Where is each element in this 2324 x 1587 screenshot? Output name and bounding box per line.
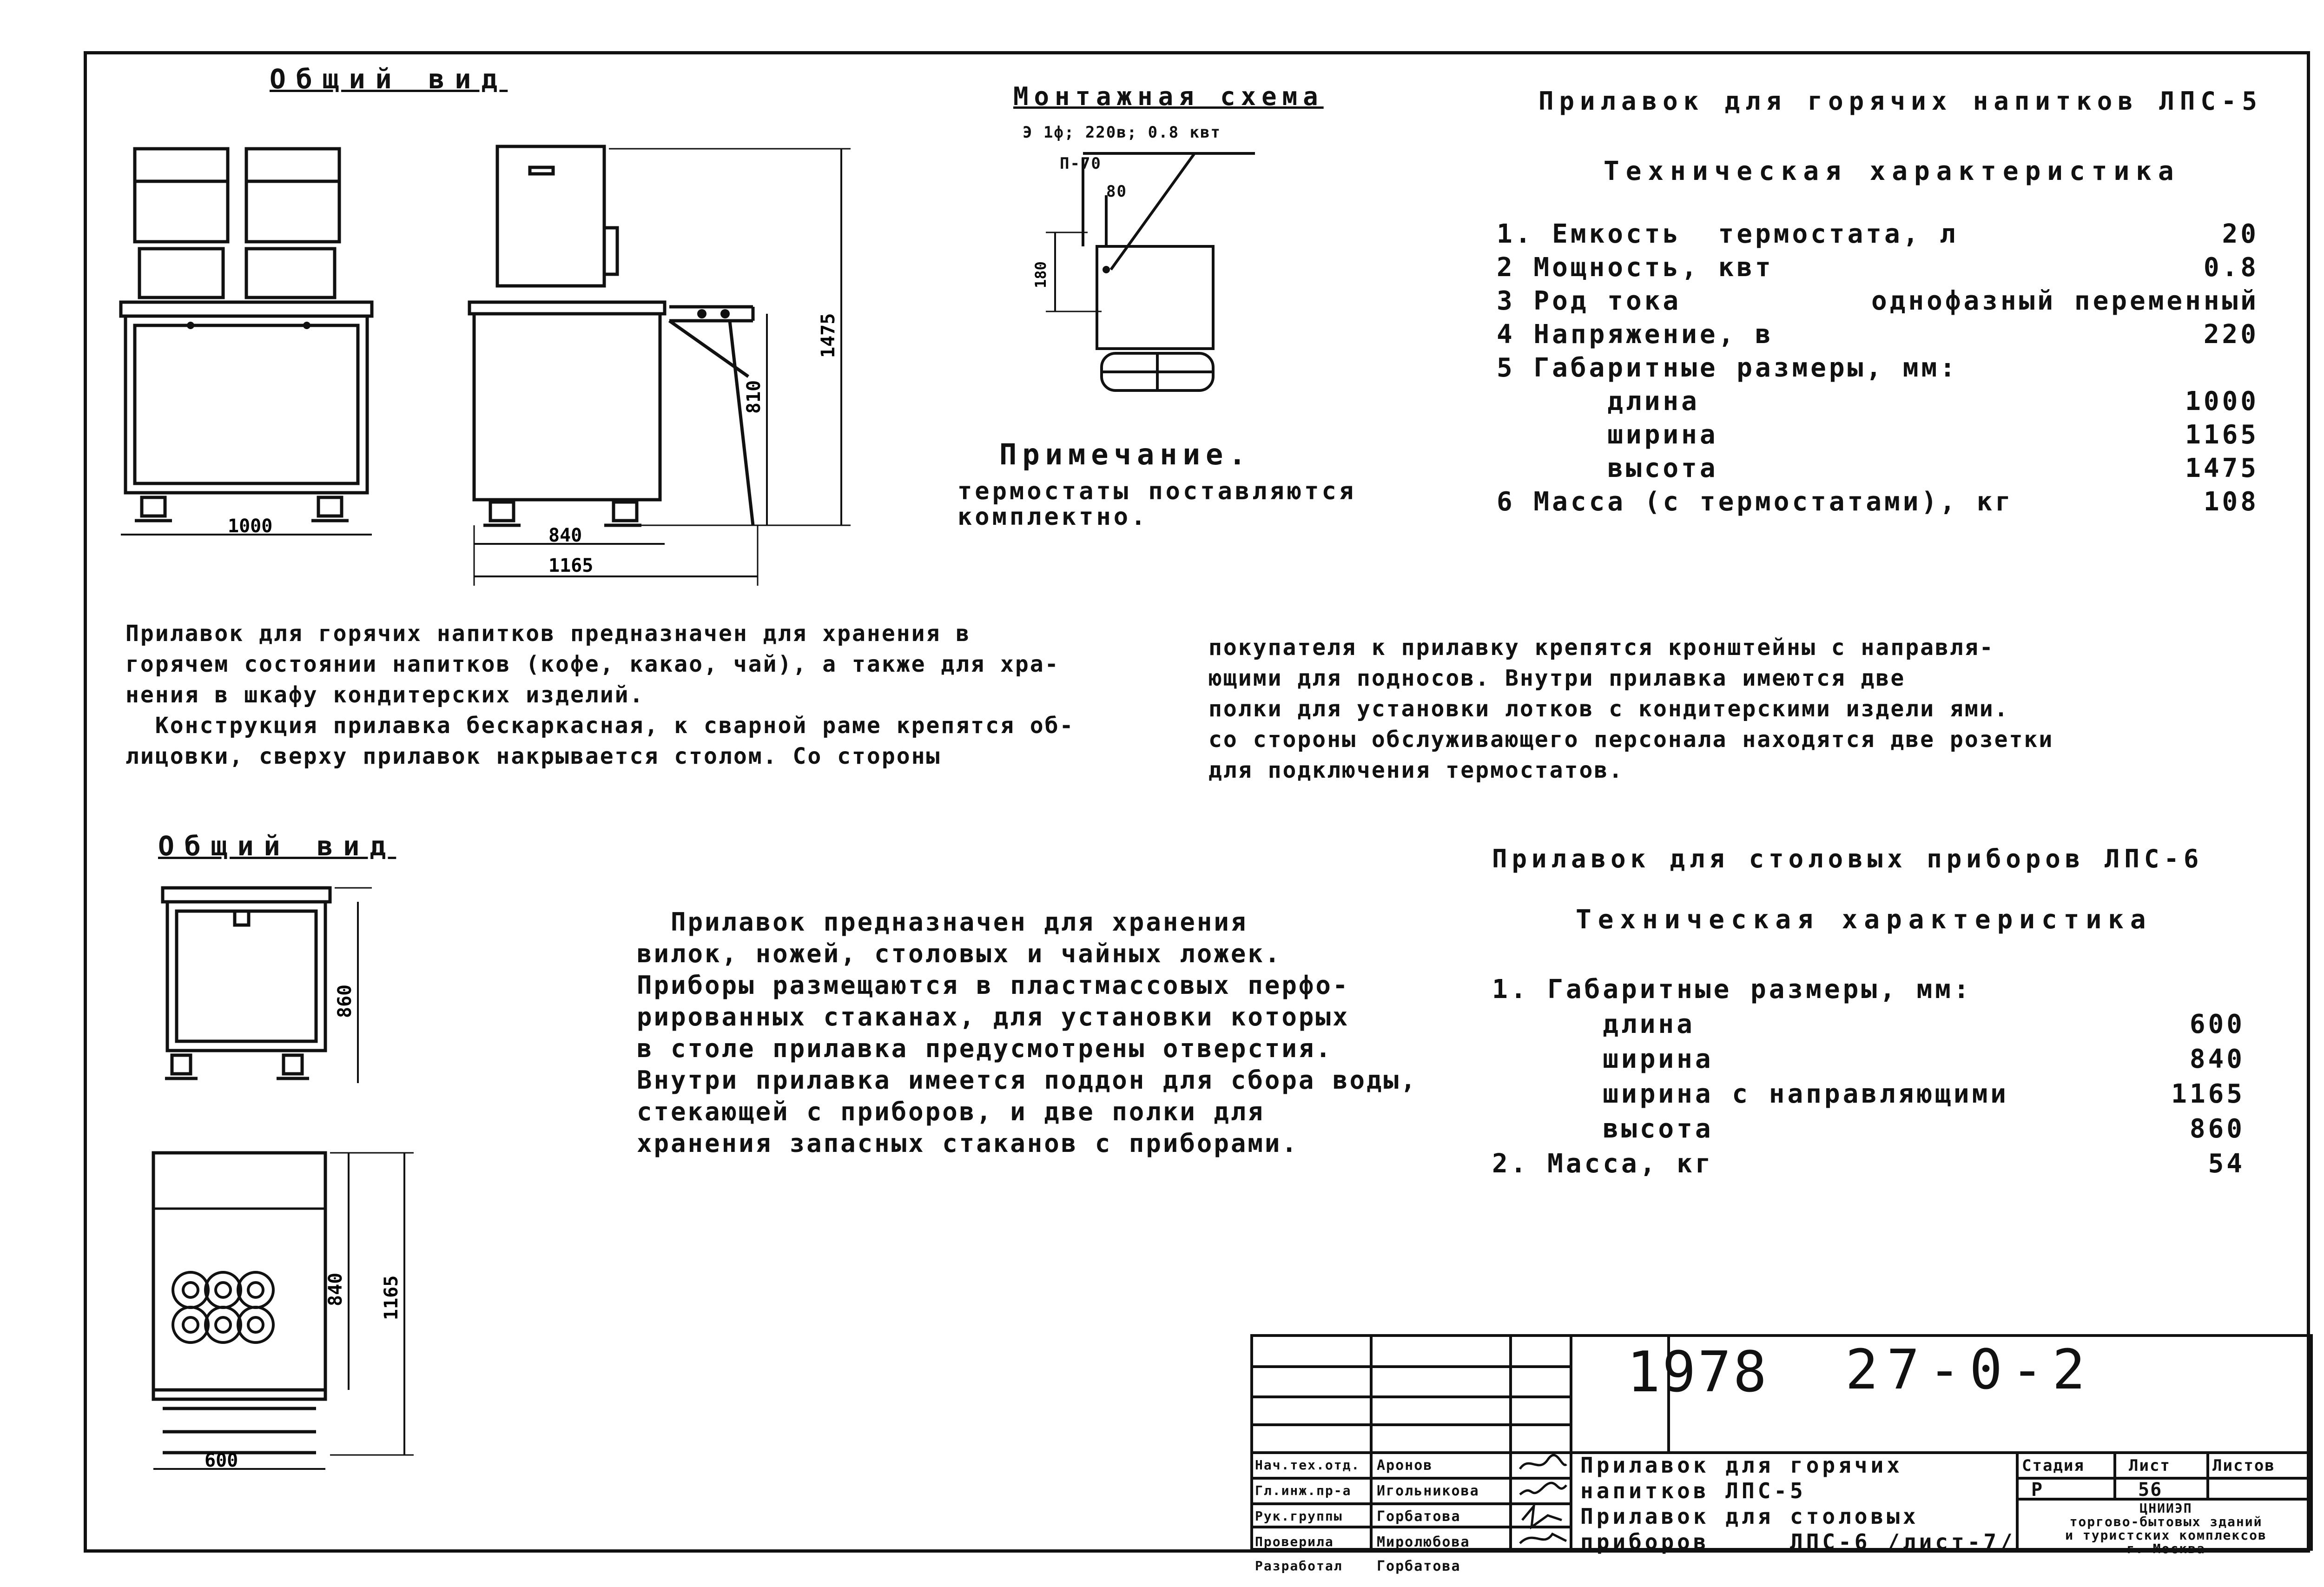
- dim-depth-840: 840: [548, 525, 582, 546]
- dim-height-810: 810: [743, 380, 765, 414]
- spec-row: 5 Габаритные размеры, мм:: [1497, 353, 1958, 383]
- section1-description-left: Прилавок для горячих напитков предназнач…: [125, 621, 1075, 769]
- note-text: термостаты поставляются комплектно.: [957, 477, 1357, 531]
- assembly-label: П-70: [1060, 154, 1102, 173]
- title-block-grid: [1250, 1334, 2313, 1551]
- note-title: Примечание.: [999, 437, 1252, 471]
- section2-view-title: Общий вид: [158, 830, 396, 862]
- dim-width-1000: 1000: [228, 516, 272, 537]
- stamp-organization: ЦНИИЭП торгово-бытовых зданий и туристск…: [2065, 1501, 2267, 1556]
- stamp-sheet: 56: [2138, 1479, 2163, 1501]
- stamp-sheet-header: Лист: [2129, 1456, 2171, 1475]
- dim-width-600: 600: [205, 1450, 238, 1471]
- dim-depth-1165: 1165: [548, 555, 593, 576]
- section1-description-right: покупателя к прилавку крепятся кронштейн…: [1208, 635, 2054, 783]
- section2-description: Прилавок предназначен для хранения вилок…: [637, 907, 1418, 1158]
- dim-height-1475: 1475: [818, 313, 839, 358]
- assembly-title: Монтажная схема: [1013, 82, 1324, 111]
- stamp-sheets-header: Листов: [2212, 1456, 2275, 1475]
- section1-title: Прилавок для горячих напитков ЛПС-5: [1538, 86, 2263, 116]
- dim-depth-840: 840: [325, 1273, 346, 1306]
- general-view-title: Общий вид: [270, 63, 508, 95]
- stamp-stage-header: Стадия: [2022, 1456, 2085, 1475]
- dim-height-860: 860: [334, 985, 356, 1018]
- assembly-scheme-drawing: 180: [1032, 152, 1255, 392]
- section2-subtitle: Техническая характеристика: [1576, 905, 2152, 935]
- stamp-title: Прилавок для горячих напитков ЛПС-5 Прил…: [1580, 1453, 2016, 1554]
- stamp-stage: Р: [2031, 1479, 2044, 1501]
- assembly-power: Э 1ф; 220в; 0.8 квт: [1023, 123, 1221, 142]
- stamp-code: 27-0-2: [1845, 1337, 2094, 1402]
- general-view-drawing: 1000 840 1165 810 1475: [119, 145, 851, 586]
- section2-drawing: 860 840 1165 600: [152, 886, 414, 1471]
- drawing-frame: [84, 51, 2310, 1553]
- section2-title: Прилавок для столовых приборов ЛПС-6: [1492, 844, 2204, 873]
- dim-depth-1165: 1165: [381, 1276, 402, 1320]
- spec-row: 1. Габаритные размеры, мм:: [1492, 974, 1972, 1005]
- section1-subtitle: Техническая характеристика: [1604, 156, 2180, 186]
- signature-marks: [1519, 1454, 1567, 1544]
- assembly-dim-a: 80: [1106, 182, 1127, 201]
- stamp-year: 1978: [1627, 1340, 1769, 1405]
- assembly-dim-b: 180: [1032, 261, 1050, 288]
